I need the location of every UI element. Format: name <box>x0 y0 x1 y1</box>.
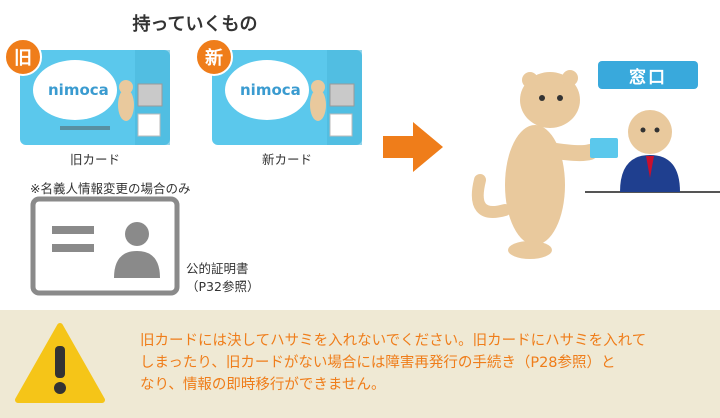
new-nimoca-card: nimoca <box>212 50 362 145</box>
old-nimoca-card: nimoca <box>20 50 170 145</box>
counter-sign: 窓口 <box>598 61 698 89</box>
name-change-note: ※名義人情報変更の場合のみ <box>30 181 191 196</box>
counter-scene-illustration <box>471 70 720 259</box>
warning-icon <box>15 323 105 403</box>
warning-band <box>0 310 720 418</box>
document-label-line2: （P32参照） <box>186 279 260 294</box>
document-label: 公的証明書 （P32参照） <box>186 260 259 296</box>
warning-message: 旧カードには決してハサミを入れないでください。旧カードにハサミを入れて しまった… <box>140 330 712 396</box>
document-label-line1: 公的証明書 <box>186 261 249 276</box>
right-arrow-icon <box>383 122 443 172</box>
warning-line1: 旧カードには決してハサミを入れないでください。旧カードにハサミを入れて <box>140 333 647 349</box>
old-card-logo: nimoca <box>48 81 109 99</box>
new-card-logo: nimoca <box>240 81 301 99</box>
new-card-badge: 新 <box>195 38 233 76</box>
new-card-caption: 新カード <box>261 152 312 167</box>
warning-line3: なり、情報の即時移行ができません。 <box>140 377 386 393</box>
warning-line2: しまったり、旧カードがない場合には障害再発行の手続き（P28参照）と <box>140 355 616 371</box>
id-document-icon <box>30 196 180 296</box>
page-heading: 持っていくもの <box>132 14 258 35</box>
old-card-caption: 旧カード <box>69 152 120 167</box>
old-card-badge: 旧 <box>4 38 42 76</box>
